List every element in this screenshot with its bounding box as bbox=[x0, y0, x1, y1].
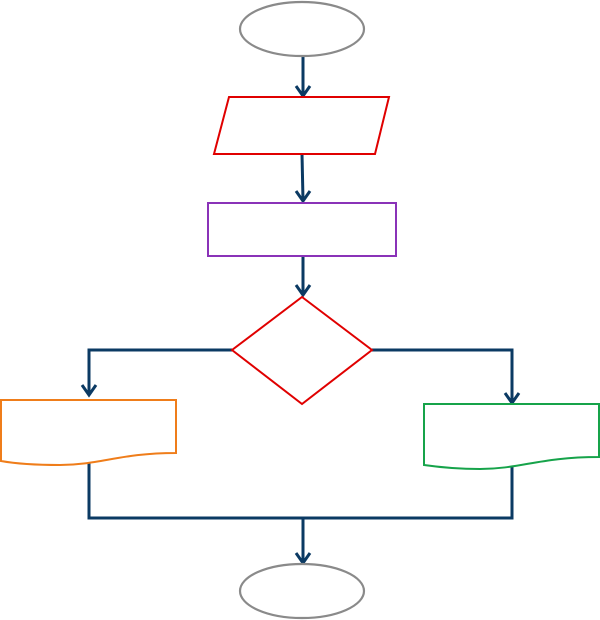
arrowhead-decision bbox=[294, 284, 312, 298]
document-right bbox=[423, 403, 600, 471]
edge-doc-left-to-merge bbox=[87, 462, 303, 520]
arrowhead-doc-left bbox=[80, 384, 98, 398]
arrowhead-process bbox=[294, 190, 312, 204]
end-terminal bbox=[238, 562, 366, 620]
edge-decision-to-doc-right bbox=[372, 348, 514, 402]
connectors bbox=[87, 57, 514, 562]
edge-input-to-process bbox=[300, 153, 305, 201]
document-left bbox=[0, 399, 177, 467]
edge-doc-right-to-merge bbox=[303, 466, 514, 520]
decision-diamond bbox=[230, 295, 374, 406]
input-parallelogram bbox=[212, 96, 391, 155]
start-terminal bbox=[238, 0, 366, 58]
process-rectangle bbox=[207, 202, 397, 257]
edge-decision-to-doc-left bbox=[87, 348, 232, 394]
